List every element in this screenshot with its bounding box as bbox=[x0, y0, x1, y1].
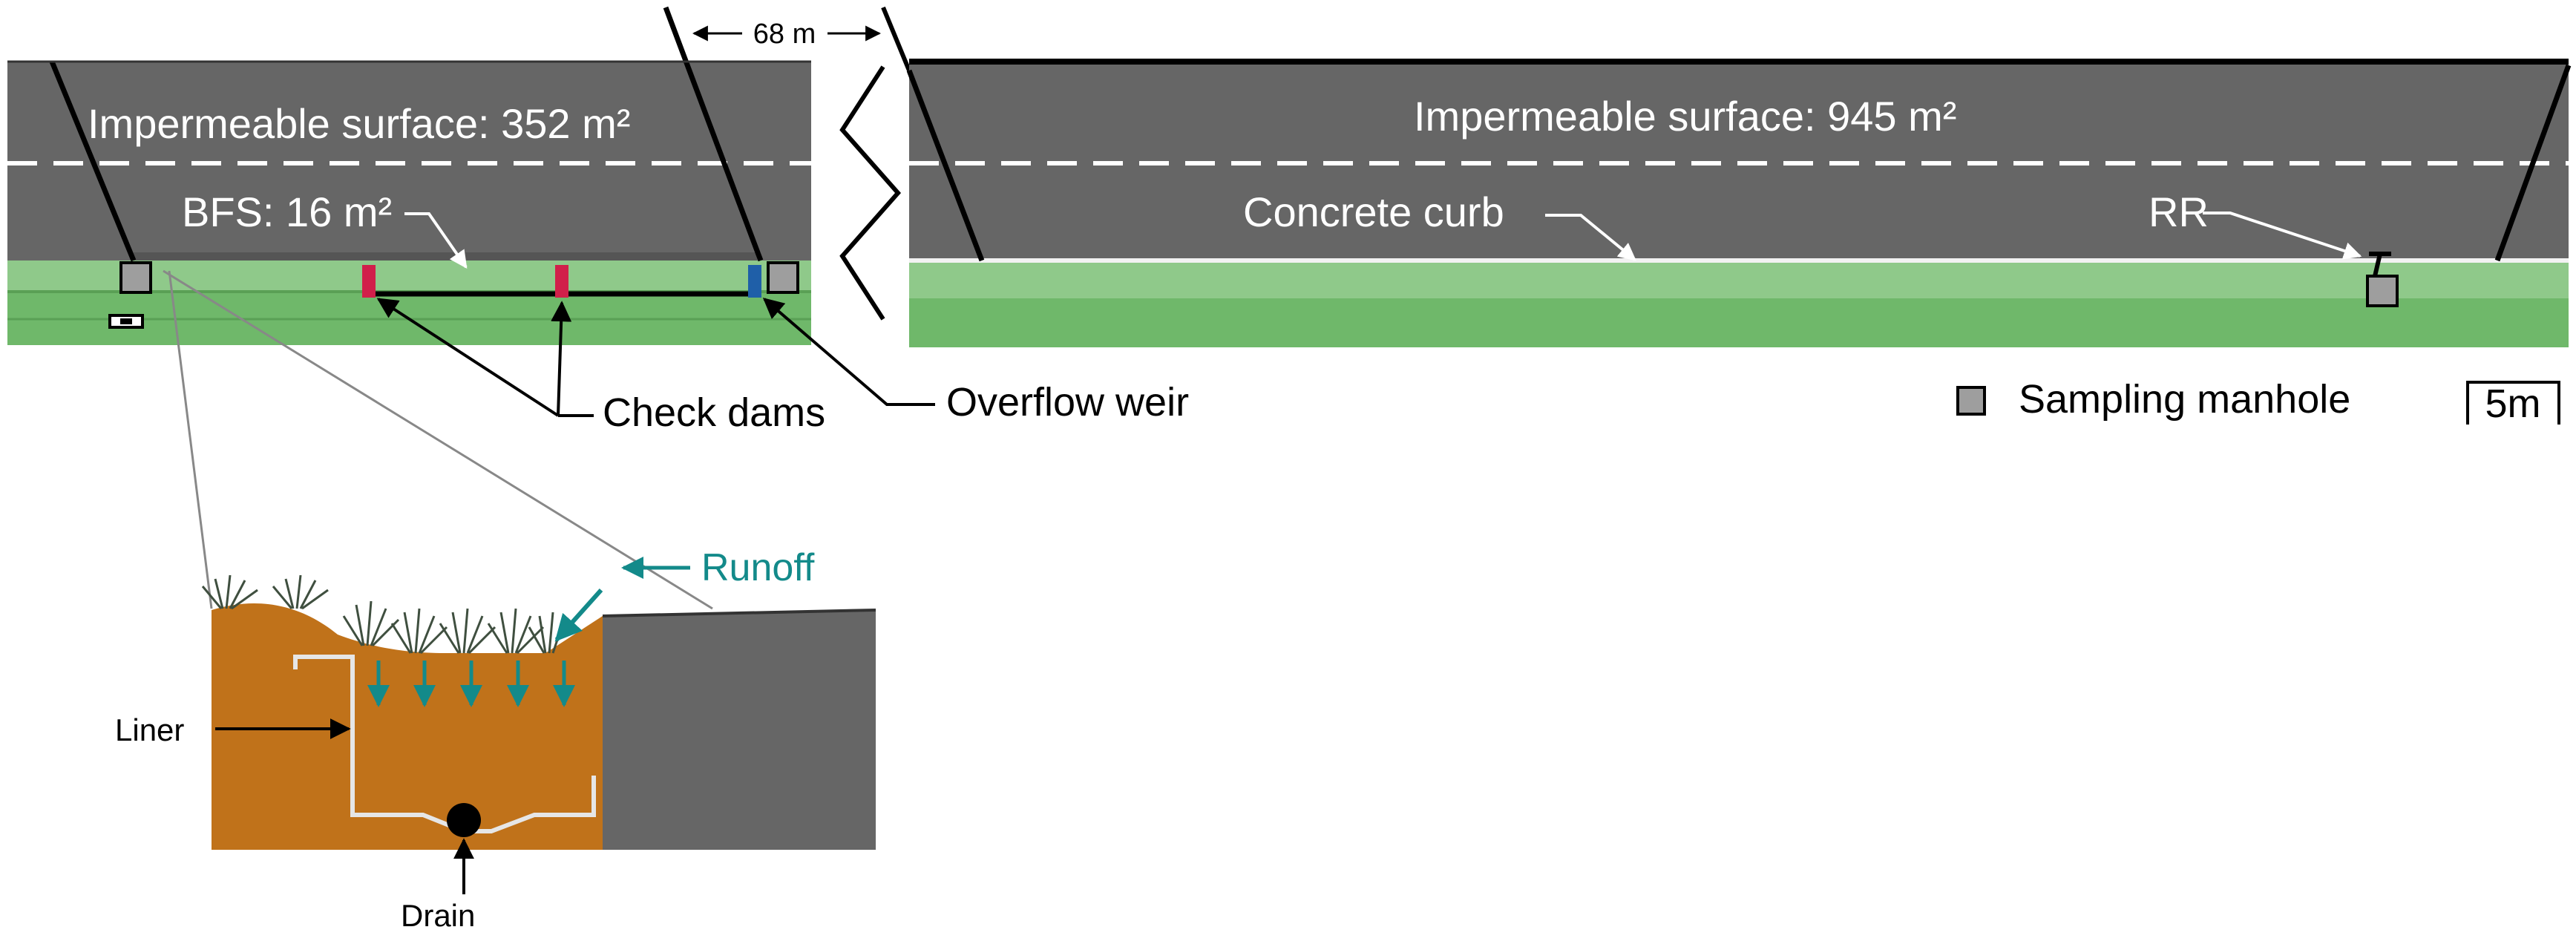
sampling-manhole-left bbox=[119, 261, 152, 294]
check-dams-callout: Check dams bbox=[376, 298, 825, 435]
bfs-strip bbox=[134, 252, 757, 263]
middle-boundary-line bbox=[663, 6, 764, 262]
distance-marker: 68 m bbox=[692, 16, 882, 50]
rr-label: RR bbox=[2149, 189, 2209, 235]
scale-bar: 5m bbox=[2466, 381, 2560, 426]
right-grass bbox=[909, 298, 2569, 347]
legend-manhole-label: Sampling manhole bbox=[2019, 377, 2350, 422]
liner-label: Liner bbox=[115, 712, 184, 747]
liner-outline bbox=[293, 655, 596, 833]
rr-leader bbox=[2203, 212, 2362, 260]
left-boundary-line bbox=[49, 60, 137, 262]
runoff-flow-arrow bbox=[554, 588, 603, 642]
right-surface-label: Impermeable surface: 945 m² bbox=[1414, 93, 1956, 140]
concrete-curb-label: Concrete curb bbox=[1243, 189, 1504, 235]
overflow-weir-mark bbox=[748, 265, 761, 298]
runoff-label: Runoff bbox=[701, 546, 815, 589]
legend-manhole-icon bbox=[1956, 386, 1986, 416]
soil-body bbox=[212, 603, 603, 850]
infiltration-arrows bbox=[367, 661, 575, 707]
scale-bar-label: 5m bbox=[2485, 381, 2540, 426]
concrete-block bbox=[603, 610, 876, 850]
break-symbol bbox=[839, 6, 911, 321]
curb-leader bbox=[1545, 214, 1636, 261]
drain-label: Drain bbox=[401, 898, 475, 933]
zoom-line-right bbox=[163, 269, 713, 610]
right-boundary-left bbox=[906, 69, 985, 262]
bfs-structures bbox=[108, 261, 799, 329]
check-dam-1 bbox=[362, 265, 376, 298]
right-grass-light bbox=[909, 263, 2569, 298]
sampling-manhole-rr bbox=[2366, 275, 2399, 307]
sampling-manhole-weir bbox=[767, 261, 799, 294]
legend: Sampling manhole bbox=[1956, 377, 2350, 422]
overflow-weir-label: Overflow weir bbox=[946, 380, 1189, 425]
zoom-line-left bbox=[168, 270, 213, 609]
bfs-label: BFS: 16 m² bbox=[182, 189, 392, 235]
bfs-leader bbox=[404, 212, 468, 269]
vegetation bbox=[201, 574, 566, 655]
left-surface-label: Impermeable surface: 352 m² bbox=[88, 100, 630, 147]
overflow-weir-callout: Overflow weir bbox=[762, 298, 1189, 425]
right-road-segment bbox=[906, 59, 2572, 347]
check-dam-2 bbox=[555, 265, 568, 298]
check-dams-label: Check dams bbox=[603, 390, 825, 435]
drain-pipe bbox=[447, 803, 481, 837]
rr-inlet bbox=[2369, 252, 2391, 277]
right-boundary-right bbox=[2494, 64, 2572, 262]
cross-section: Runoff Liner Drain bbox=[115, 546, 876, 933]
distance-label: 68 m bbox=[753, 19, 816, 50]
